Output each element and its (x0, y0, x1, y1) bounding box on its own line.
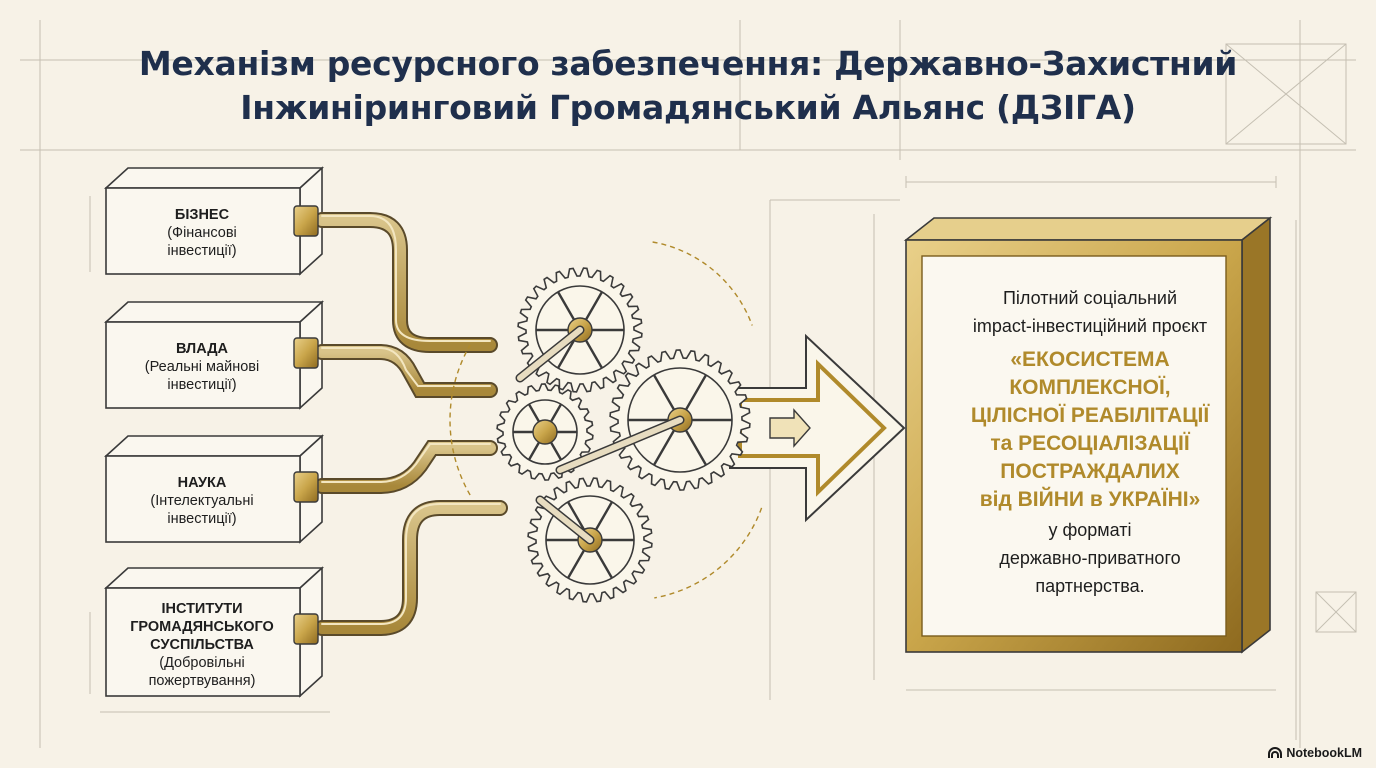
project-title-line: та РЕСОЦІАЛІЗАЦІЇ (990, 432, 1190, 455)
gear-spoke (556, 339, 576, 369)
blueprint-guides (20, 20, 1357, 748)
gear-spoke (527, 441, 541, 461)
gear-spoke (652, 374, 676, 411)
gear-mechanism-icon (449, 241, 763, 603)
source-sub: інвестиції) (167, 243, 237, 259)
linkage-rod (537, 497, 593, 543)
gear-spoke (684, 374, 708, 411)
source-sub: (Фінансові (167, 225, 237, 241)
project-title-line: ЦІЛІСНОЇ РЕАБІЛІТАЦІЇ (970, 404, 1210, 427)
result-intro-line: impact-інвестиційний проєкт (972, 316, 1208, 336)
linkage-rod (517, 327, 583, 381)
rotation-arc (654, 507, 763, 599)
title-line-1: Механізм ресурсного забезпечення: Держав… (138, 44, 1238, 83)
source-name: НАУКА (177, 475, 227, 491)
project-title-line: ПОСТРАЖДАЛИХ (1000, 460, 1180, 483)
source-sub: (Інтелектуальні (150, 493, 254, 509)
source-business-label: БІЗНЕС (Фінансові інвестиції) (122, 206, 282, 260)
title-line-2: Інжиніринговий Громадянський Альянс (ДЗІ… (240, 88, 1136, 127)
source-science-label: НАУКА (Інтелектуальні інвестиції) (122, 474, 282, 528)
gear-hub (532, 419, 558, 445)
source-government-label: ВЛАДА (Реальні майнові інвестиції) (122, 340, 282, 394)
gear-spoke (566, 501, 586, 531)
box-business (103, 166, 325, 276)
result-intro: Пілотний соціальний impact-інвестиційний… (938, 284, 1242, 340)
source-sub: інвестиції) (167, 511, 237, 527)
brand-name: NotebookLM (1286, 746, 1362, 760)
source-sub: пожертвування) (148, 673, 256, 689)
box-civil-society (103, 566, 325, 698)
linkage-rod (557, 417, 683, 473)
result-outro: у форматі державно-приватного партнерств… (938, 516, 1242, 600)
gear-spoke (549, 441, 563, 461)
source-name: ІНСТИТУТИ (161, 601, 243, 617)
gear-spoke (549, 403, 563, 423)
source-name: БІЗНЕС (174, 207, 230, 223)
gear-spoke (556, 291, 576, 321)
project-title-line: «ЕКОСИСТЕМА (1010, 348, 1170, 371)
result-outro-line: державно-приватного (999, 548, 1181, 568)
project-title-line: КОМПЛЕКСНОЇ, (1009, 376, 1171, 399)
source-sub: (Реальні майнові (144, 359, 260, 375)
source-sub: інвестиції) (167, 377, 237, 393)
notebooklm-icon (1268, 747, 1283, 758)
box-government (103, 300, 325, 410)
gear-spoke (527, 403, 541, 423)
rotation-arc (652, 241, 753, 326)
page-title: Механізм ресурсного забезпечення: Держав… (88, 42, 1288, 130)
gear-spoke (584, 339, 604, 369)
gear-spoke (594, 501, 614, 531)
result-intro-line: Пілотний соціальний (1002, 288, 1177, 308)
result-outro-line: у форматі (1048, 520, 1132, 540)
gear-spoke (594, 549, 614, 579)
rotation-arc (449, 344, 471, 496)
source-boxes (103, 166, 325, 698)
source-name: ВЛАДА (175, 341, 229, 357)
brand-logo: NotebookLM (1268, 746, 1362, 760)
gear-spoke (652, 429, 676, 466)
result-frame (903, 216, 1273, 654)
project-title: «ЕКОСИСТЕМА КОМПЛЕКСНОЇ, ЦІЛІСНОЇ РЕАБІЛ… (938, 346, 1242, 514)
gear-spoke (684, 429, 708, 466)
result-outro-line: партнерства. (1035, 576, 1145, 596)
pipe-couplings (293, 205, 319, 645)
gear-spoke (584, 291, 604, 321)
source-civil-society-label: ІНСТИТУТИ ГРОМАДЯНСЬКОГО СУСПІЛЬСТВА (До… (120, 600, 284, 690)
project-title-line: від ВІЙНИ в УКРАЇНІ» (979, 488, 1201, 511)
result-panel: Пілотний соціальний impact-інвестиційний… (938, 240, 1242, 640)
gear-spoke (566, 549, 586, 579)
output-arrow (729, 333, 906, 523)
source-name: ГРОМАДЯНСЬКОГО (130, 619, 274, 635)
source-name: СУСПІЛЬСТВА (150, 637, 254, 653)
pipes (314, 212, 508, 636)
source-sub: (Добровільні (159, 655, 245, 671)
